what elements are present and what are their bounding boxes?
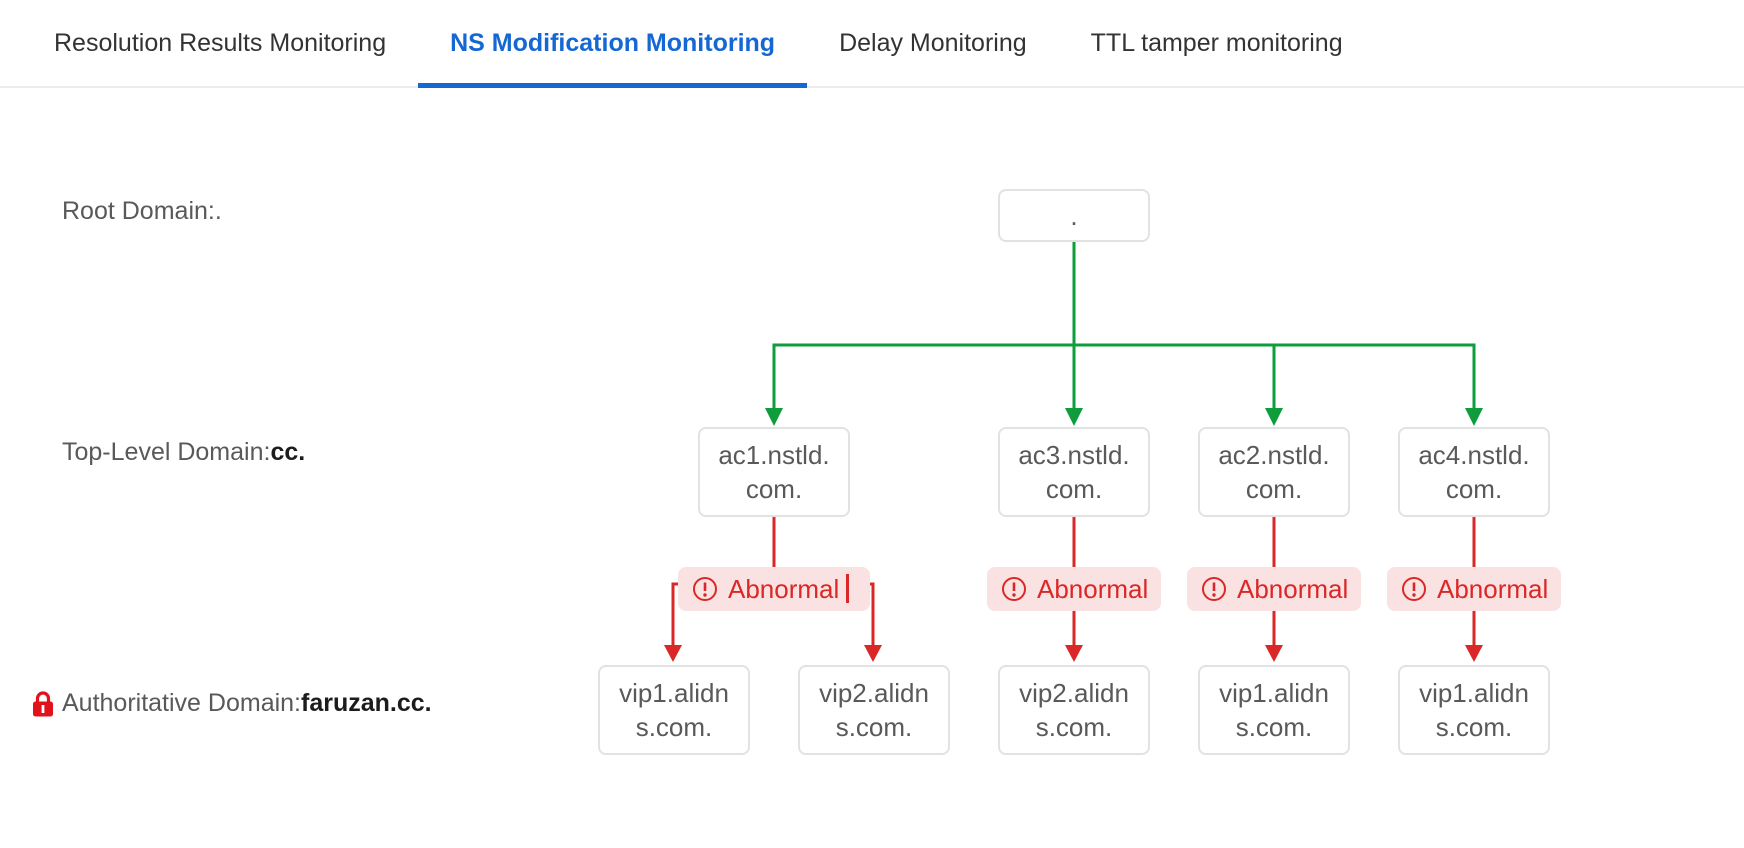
tab-label: NS Modification Monitoring xyxy=(450,28,776,57)
tree-node-label: vip1.alidns.com. xyxy=(619,678,729,742)
root-domain-value: . xyxy=(214,197,222,225)
tab-label: TTL tamper monitoring xyxy=(1090,28,1343,57)
top-level-domain-label-text: Top-Level Domain: xyxy=(62,438,271,466)
alert-circle-icon xyxy=(1402,577,1426,601)
tree-node-label: . xyxy=(1070,200,1078,231)
tree-node-label: vip2.alidns.com. xyxy=(1019,678,1129,742)
tree-node-auth-ns: vip2.alidns.com. xyxy=(798,665,950,755)
abnormal-badge-label: Abnormal xyxy=(1437,573,1549,604)
lock-icon xyxy=(33,691,53,717)
tree-node-label: ac2.nstld.com. xyxy=(1218,440,1330,504)
top-level-domain-label: Top-Level Domain:cc. xyxy=(62,437,305,467)
tree-node-tld-ns: ac1.nstld.com. xyxy=(698,427,850,517)
alert-circle-icon xyxy=(1202,577,1226,601)
abnormal-badge-label: Abnormal xyxy=(728,573,840,604)
abnormal-badge-label: Abnormal xyxy=(1037,573,1149,604)
active-tab-underline xyxy=(418,83,808,88)
abnormal-badge-label: Abnormal xyxy=(1237,573,1349,604)
tree-node-auth-ns: vip1.alidns.com. xyxy=(598,665,750,755)
tree-node-root: . xyxy=(998,189,1150,242)
tree-node-label: ac1.nstld.com. xyxy=(718,440,830,504)
tree-node-auth-ns: vip1.alidns.com. xyxy=(1198,665,1350,755)
abnormal-status-badge: Abnormal xyxy=(987,567,1161,611)
top-level-domain-value: cc. xyxy=(270,438,306,466)
root-domain-label-text: Root Domain: xyxy=(62,197,215,225)
tree-node-label: vip2.alidns.com. xyxy=(819,678,929,742)
authoritative-domain-label: Authoritative Domain:faruzan.cc. xyxy=(62,688,432,718)
tab-label: Resolution Results Monitoring xyxy=(54,28,387,57)
tab-delay-monitoring[interactable]: Delay Monitoring xyxy=(807,0,1059,86)
tree-node-label: vip1.alidns.com. xyxy=(1219,678,1329,742)
tree-node-label: ac4.nstld.com. xyxy=(1418,440,1530,504)
root-domain-label: Root Domain:. xyxy=(62,196,222,226)
tree-node-tld-ns: ac3.nstld.com. xyxy=(998,427,1150,517)
authoritative-domain-value: faruzan.cc. xyxy=(301,689,432,717)
abnormal-status-badge: Abnormal xyxy=(1187,567,1361,611)
abnormal-status-badge: Abnormal xyxy=(678,567,870,611)
tab-ns-modification-monitoring[interactable]: NS Modification Monitoring xyxy=(418,0,808,88)
alert-circle-icon xyxy=(693,577,717,601)
tree-node-auth-ns: vip2.alidns.com. xyxy=(998,665,1150,755)
tree-node-auth-ns: vip1.alidns.com. xyxy=(1398,665,1550,755)
tab-bar: Resolution Results Monitoring NS Modific… xyxy=(0,0,1744,88)
edge-line-fragment xyxy=(846,574,849,603)
tree-node-tld-ns: ac4.nstld.com. xyxy=(1398,427,1550,517)
tab-resolution-results-monitoring[interactable]: Resolution Results Monitoring xyxy=(22,0,418,86)
tree-node-label: vip1.alidns.com. xyxy=(1419,678,1529,742)
tree-node-label: ac3.nstld.com. xyxy=(1018,440,1130,504)
tree-node-tld-ns: ac2.nstld.com. xyxy=(1198,427,1350,517)
alert-circle-icon xyxy=(1002,577,1026,601)
abnormal-status-badge: Abnormal xyxy=(1387,567,1561,611)
authoritative-domain-label-text: Authoritative Domain: xyxy=(62,689,302,717)
tab-ttl-tamper-monitoring[interactable]: TTL tamper monitoring xyxy=(1059,0,1375,86)
tab-label: Delay Monitoring xyxy=(839,28,1027,57)
